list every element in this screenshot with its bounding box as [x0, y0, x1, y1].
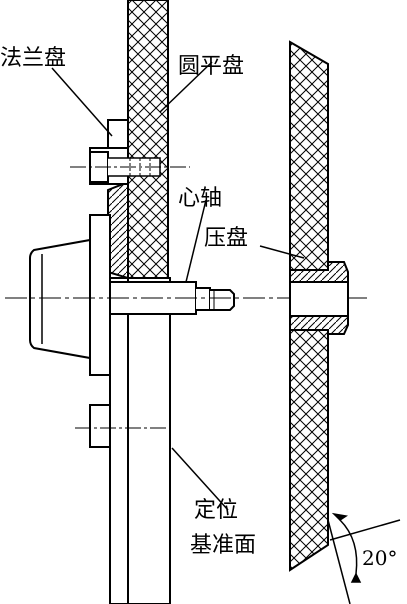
label-positioning-line2: 基准面	[190, 533, 257, 558]
grinding-wheel	[289, 40, 329, 572]
upper-bolt	[70, 151, 190, 183]
round-flat-disc	[127, 0, 169, 279]
label-flange-plate: 法兰盘	[0, 46, 67, 71]
leader-lines	[51, 61, 305, 511]
label-positioning-line1: 定位	[194, 498, 239, 523]
angle-dimension	[327, 512, 401, 604]
hub-housing	[29, 214, 111, 376]
label-pressure-plate: 压盘	[204, 226, 249, 251]
mounting-plate	[109, 277, 171, 604]
lower-bolt	[75, 404, 170, 448]
label-round-flat-plate: 圆平盘	[178, 54, 245, 79]
label-angle: 20°	[362, 546, 398, 570]
pressure-plate	[289, 261, 349, 335]
label-spindle: 心轴	[178, 186, 223, 211]
